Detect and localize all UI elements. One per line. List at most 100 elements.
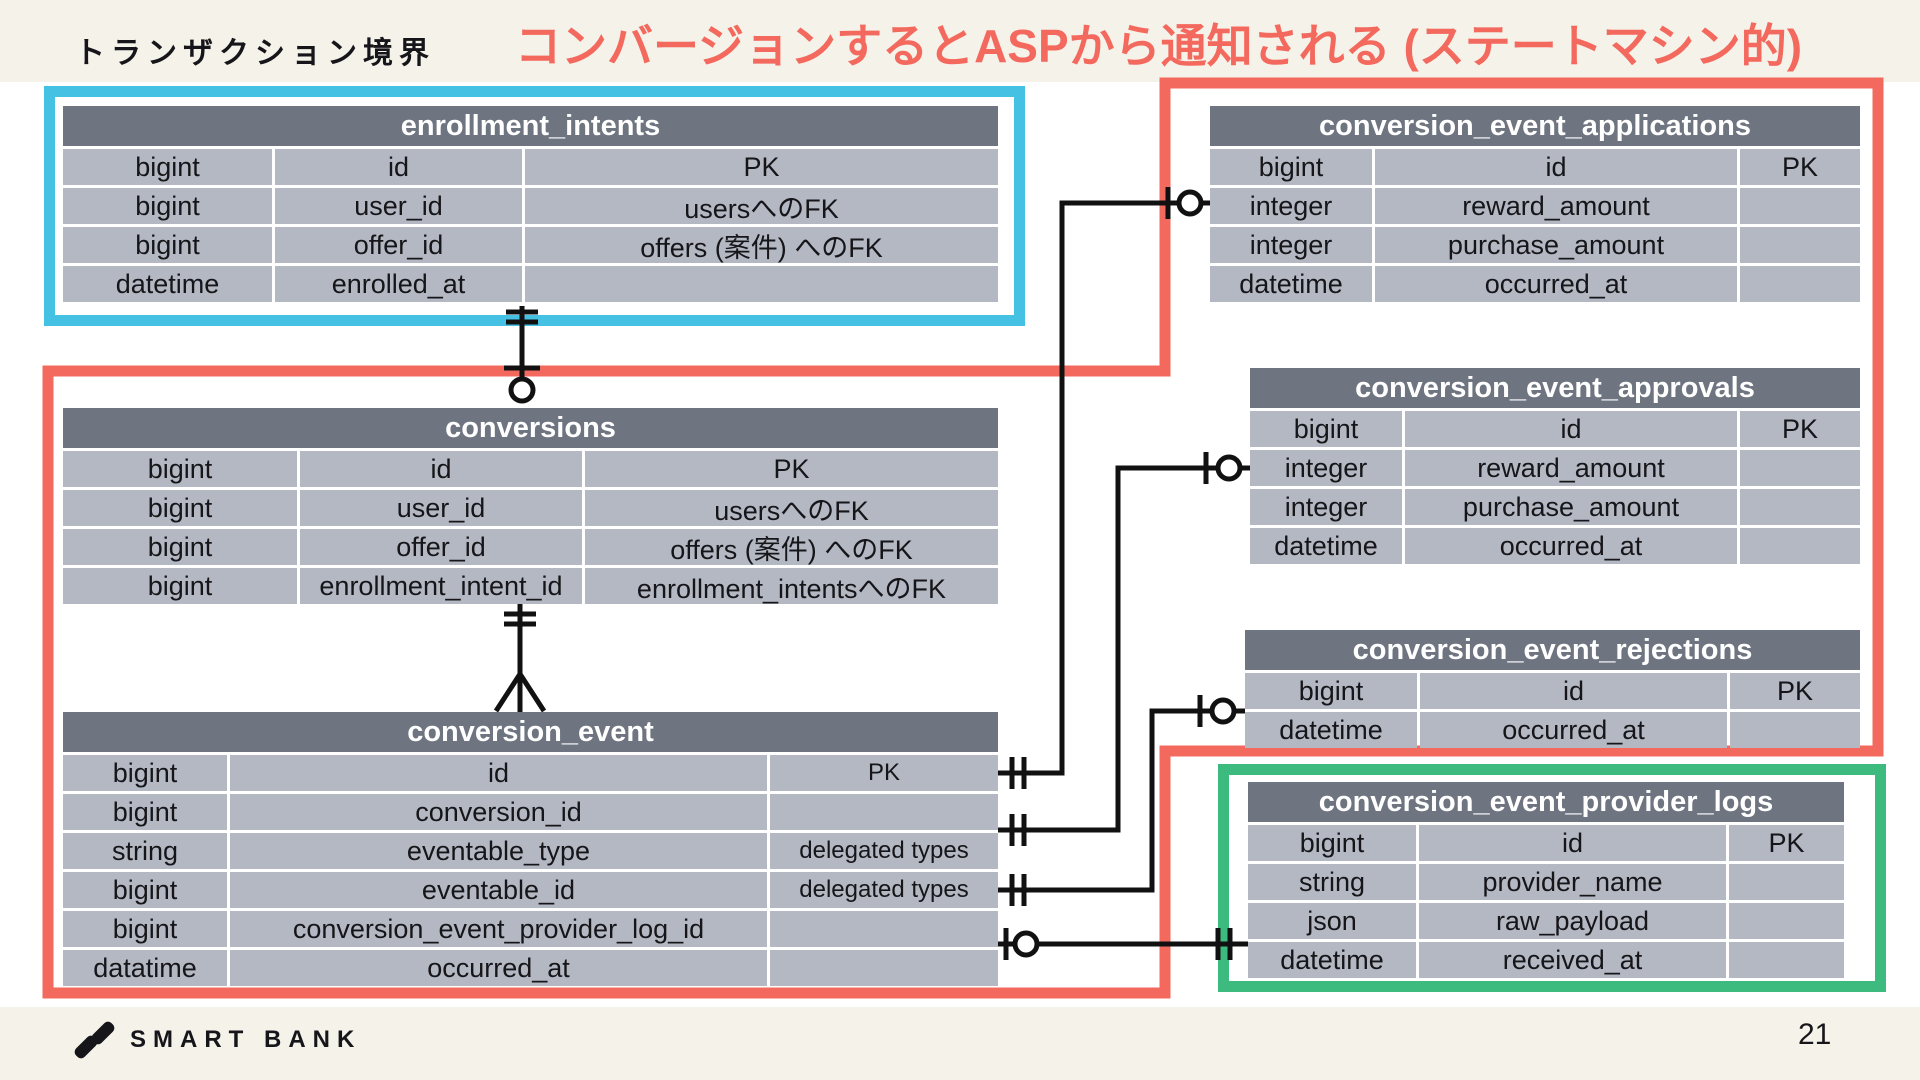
column-type-cell: bigint [1210,149,1372,185]
table-row: datetime occurred_at [1210,266,1860,302]
column-name-cell: id [1405,411,1737,447]
column-note-cell: usersへのFK [525,188,998,224]
column-type-cell: bigint [63,188,272,224]
table-row: bigint offer_id offers (案件) へのFK [63,227,998,263]
column-type-cell: bigint [63,227,272,263]
column-name-cell: offer_id [300,529,582,565]
table-row: bigint eventable_id delegated types [63,872,998,908]
column-type-cell: string [63,833,227,869]
column-type-cell: integer [1210,227,1372,263]
column-note-cell [1729,864,1844,900]
slide-title: コンバージョンするとASPから通知される (ステートマシン的) [515,20,1803,72]
table-row: datatime occurred_at [63,950,998,986]
column-note-cell: enrollment_intentsへのFK [585,568,998,604]
table-title: conversions [63,408,998,448]
table-title: conversion_event_applications [1210,106,1860,146]
column-note-cell: delegated types [770,872,998,908]
column-name-cell: conversion_id [230,794,767,830]
column-type-cell: datetime [1210,266,1372,302]
column-name-cell: received_at [1419,942,1726,978]
column-note-cell [1740,489,1860,525]
column-name-cell: id [1375,149,1737,185]
table-title: conversion_event_approvals [1250,368,1860,408]
column-type-cell: bigint [1245,673,1417,709]
table-row: integer reward_amount [1250,450,1860,486]
column-note-cell [770,794,998,830]
column-type-cell: bigint [1248,825,1416,861]
column-name-cell: occurred_at [1420,712,1727,748]
column-type-cell: integer [1210,188,1372,224]
column-note-cell: usersへのFK [585,490,998,526]
transaction-boundary-label: トランザクション境界 [75,37,435,70]
table-row: bigint id PK [63,755,998,791]
column-note-cell: delegated types [770,833,998,869]
column-note-cell [1729,942,1844,978]
table-conversion-event-applications: conversion_event_applications bigint id … [1210,106,1860,302]
column-name-cell: raw_payload [1419,903,1726,939]
table-row: bigint id PK [63,149,998,185]
table-row: datetime occurred_at [1250,528,1860,564]
column-type-cell: integer [1250,450,1402,486]
column-name-cell: id [275,149,522,185]
column-type-cell: bigint [63,451,297,487]
column-note-cell [1740,266,1860,302]
table-row: integer purchase_amount [1210,227,1860,263]
column-name-cell: occurred_at [1375,266,1737,302]
column-name-cell: occurred_at [230,950,767,986]
column-name-cell: id [300,451,582,487]
column-type-cell: json [1248,903,1416,939]
table-row: bigint user_id usersへのFK [63,188,998,224]
table-row: bigint id PK [1248,825,1844,861]
table-title: enrollment_intents [63,106,998,146]
column-type-cell: datatime [63,950,227,986]
column-note-cell: PK [525,149,998,185]
column-note-cell [1740,227,1860,263]
table-conversions: conversions bigint id PK bigint user_id … [63,408,998,604]
column-note-cell [1740,188,1860,224]
table-row: bigint id PK [1210,149,1860,185]
column-type-cell: bigint [63,529,297,565]
page-number: 21 [1798,1018,1832,1051]
column-type-cell: bigint [63,794,227,830]
column-name-cell: purchase_amount [1405,489,1737,525]
column-name-cell: reward_amount [1405,450,1737,486]
column-type-cell: bigint [63,872,227,908]
column-name-cell: occurred_at [1405,528,1737,564]
column-type-cell: bigint [1250,411,1402,447]
table-row: datetime received_at [1248,942,1844,978]
table-row: bigint conversion_event_provider_log_id [63,911,998,947]
column-name-cell: user_id [275,188,522,224]
column-name-cell: user_id [300,490,582,526]
column-name-cell: id [1420,673,1727,709]
column-type-cell: bigint [63,911,227,947]
smartbank-logo: SMART BANK [72,1018,361,1062]
column-type-cell: datetime [1250,528,1402,564]
column-note-cell: offers (案件) へのFK [525,227,998,263]
smartbank-logo-text: SMART BANK [130,1026,362,1053]
smartbank-logo-icon [74,1021,115,1059]
table-row: bigint id PK [1250,411,1860,447]
table-conversion-event-rejections: conversion_event_rejections bigint id PK… [1245,630,1860,748]
column-name-cell: purchase_amount [1375,227,1737,263]
table-row: bigint offer_id offers (案件) へのFK [63,529,998,565]
column-name-cell: conversion_event_provider_log_id [230,911,767,947]
column-type-cell: bigint [63,490,297,526]
column-note-cell: PK [585,451,998,487]
table-row: json raw_payload [1248,903,1844,939]
table-row: bigint conversion_id [63,794,998,830]
column-note-cell [525,266,998,302]
column-name-cell: reward_amount [1375,188,1737,224]
column-note-cell: PK [1729,825,1844,861]
table-title: conversion_event_provider_logs [1248,782,1844,822]
table-row: bigint enrollment_intent_id enrollment_i… [63,568,998,604]
column-type-cell: bigint [63,568,297,604]
column-note-cell: PK [1730,673,1860,709]
column-note-cell: PK [770,755,998,791]
table-enrollment-intents: enrollment_intents bigint id PK bigint u… [63,106,998,302]
table-row: datetime enrolled_at [63,266,998,302]
column-type-cell: datetime [1248,942,1416,978]
table-row: bigint user_id usersへのFK [63,490,998,526]
column-name-cell: enrollment_intent_id [300,568,582,604]
column-note-cell: PK [1740,149,1860,185]
